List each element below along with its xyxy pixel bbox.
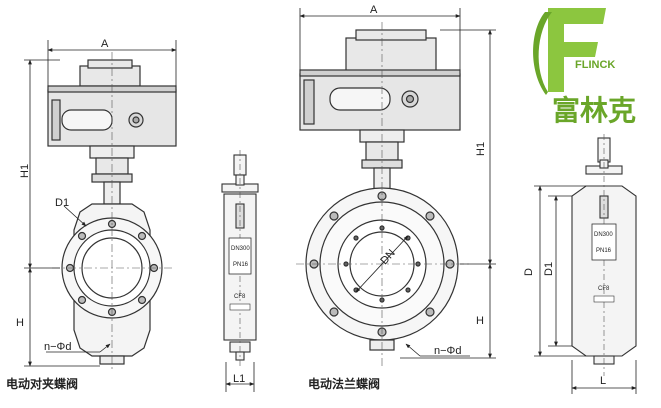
logo-name-cn: 富林克 — [552, 94, 636, 127]
wafer-plate-pn: PN16 — [233, 262, 249, 268]
flanged-label-h: H — [476, 315, 484, 327]
flanged-side-nameplate: DN300 PN16 CF8 — [591, 223, 617, 303]
flanged-valve-front-view — [296, 22, 470, 366]
wafer-caption: 电动对夹蝶阀 — [6, 376, 78, 391]
flanged-side-dimensions — [534, 185, 637, 394]
flanged-plate-cf: CF8 — [598, 286, 610, 292]
flanged-label-l: L — [600, 375, 606, 387]
flanged-label-d: D — [523, 268, 535, 276]
wafer-label-h1: H1 — [19, 164, 31, 178]
wafer-label-h: H — [16, 317, 24, 329]
logo-f-mark — [548, 8, 606, 92]
flanged-actuator-cap — [345, 37, 437, 73]
flinck-logo: FLINCK 富林克 — [533, 8, 636, 127]
flanged-plate-pn: PN16 — [596, 248, 612, 254]
flanged-caption: 电动法兰蝶阀 — [308, 376, 380, 391]
wafer-dimensions — [24, 40, 177, 367]
wafer-side-dimensions — [225, 362, 255, 392]
flanged-plate-dn: DN300 — [594, 232, 613, 238]
wafer-label-d1: D1 — [55, 197, 69, 209]
flanged-dimensions — [299, 8, 496, 359]
wafer-label-nphid: n−Φd — [44, 341, 71, 353]
flanged-label-d1: D1 — [543, 262, 555, 276]
wafer-actuator-cap — [79, 65, 141, 87]
wafer-side-nameplate: DN300 PN16 CF8 — [228, 237, 252, 311]
wafer-label-l1: L1 — [233, 373, 245, 385]
wafer-valve-front-view — [47, 52, 177, 372]
logo-f-arc — [533, 12, 552, 95]
wafer-label-a: A — [101, 38, 109, 50]
flanged-dim-dn-line — [355, 235, 409, 293]
flanged-label-a: A — [370, 4, 378, 16]
logo-name-en: FLINCK — [575, 59, 615, 71]
wafer-plate-dn: DN300 — [231, 246, 250, 252]
flanged-label-h1: H1 — [475, 142, 487, 156]
flanged-label-nphid: n−Φd — [434, 345, 461, 357]
flanged-valve-side-view — [571, 134, 637, 376]
wafer-plate-cf: CF8 — [234, 294, 246, 300]
